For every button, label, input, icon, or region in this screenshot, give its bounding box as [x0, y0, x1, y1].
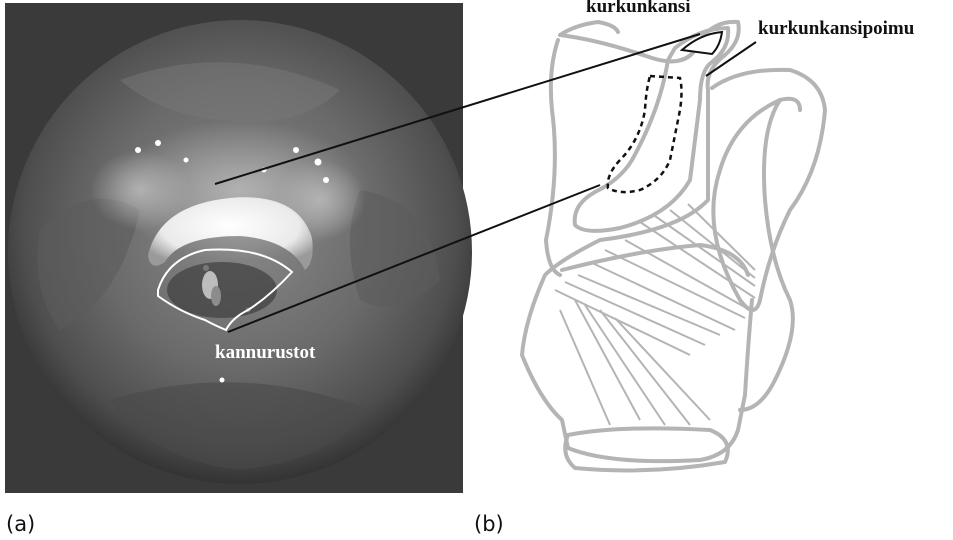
laryngeal-inlet-shadow: [167, 262, 277, 318]
muscle-fibers: [555, 204, 755, 425]
lower-base-ring: [565, 428, 728, 470]
callout-kannurustot: kannurustot: [215, 342, 316, 363]
right-loop: [712, 70, 825, 310]
panel-label-b: (b): [474, 512, 504, 536]
callout-kurkunkansi: kurkunkansi: [586, 0, 691, 17]
arytenoid-right: [211, 286, 221, 306]
panel-label-a: (a): [6, 512, 35, 536]
endoscope-view: [8, 20, 472, 484]
larynx-frame-left: [546, 40, 560, 275]
top-left-curl: [560, 22, 618, 35]
callout-kurkunkansipoimu: kurkunkansipoimu: [758, 18, 915, 39]
